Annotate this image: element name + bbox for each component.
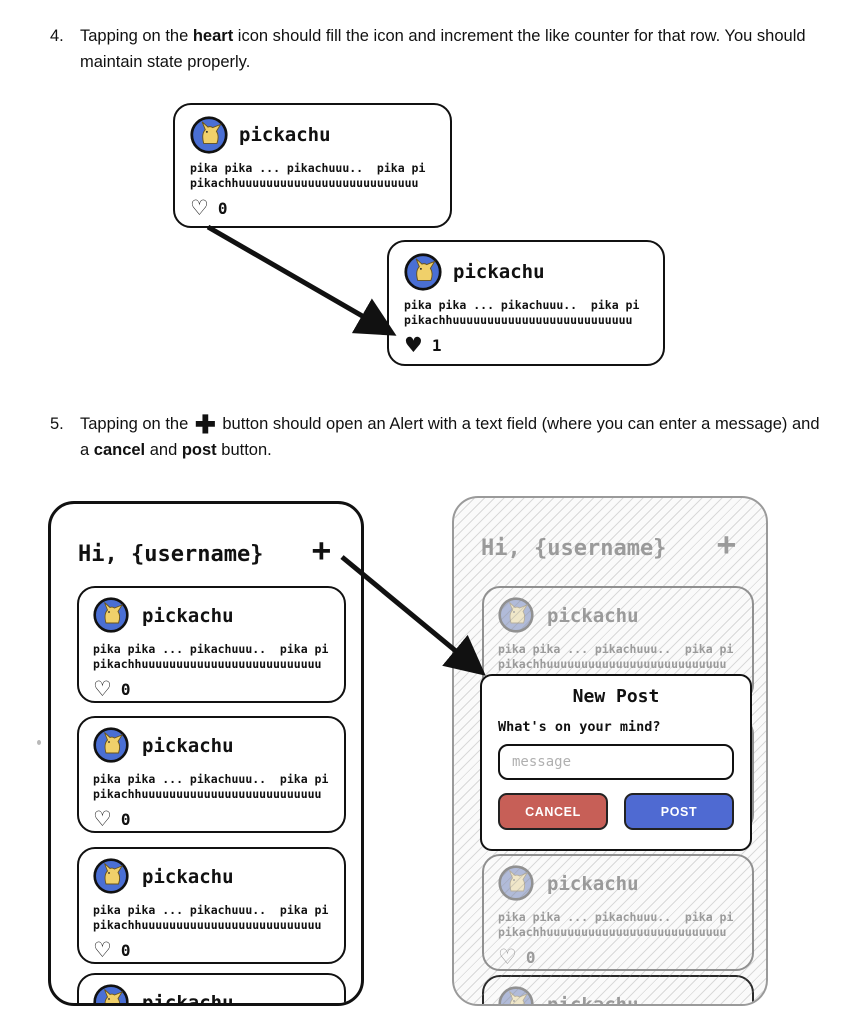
bold-heart-word: heart: [192, 27, 234, 45]
feed-card: pickachu pika pika ... pikachuuu.. pika …: [77, 847, 346, 964]
modal-title: New Post: [572, 686, 660, 707]
pikachu-avatar-icon: [498, 597, 536, 635]
text-run: Tapping on the: [80, 27, 193, 45]
like-count: 0: [120, 680, 131, 700]
like-count: 0: [525, 948, 536, 968]
modal-button-row: CANCEL POST: [498, 793, 734, 830]
post-text-line1: pika pika ... pikachuuu.. pika pi: [498, 910, 734, 924]
post-text-line2: pikachhuuuuuuuuuuuuuuuuuuuuuuuuuu: [93, 787, 322, 802]
post-text-line2: pikachhuuuuuuuuuuuuuuuuuuuuuuuuuu: [498, 925, 727, 940]
post-text-line2: pikachhuuuuuuuuuuuuuuuuuuuuuuuuuu: [498, 657, 727, 672]
like-row: ♥ 1: [404, 335, 648, 356]
bold-cancel-word: cancel: [93, 440, 146, 459]
post-text-line2: pikachhuuuuuuuuuuuuuuuuuuuuuuuuuu: [93, 657, 322, 672]
text-run: Tapping on the: [80, 415, 193, 433]
pikachu-avatar-icon: [93, 858, 131, 896]
stray-mark: [37, 740, 41, 745]
post-text-line1: pika pika ... pikachuuu.. pika pi: [93, 772, 329, 786]
post-text-line2: pikachhuuuuuuuuuuuuuuuuuuuuuuuuuu: [404, 313, 633, 328]
feed-card-dimmed: pickachu pika pika ... pikachuuu.. pika …: [482, 854, 754, 971]
heart-outline-icon[interactable]: ♡: [93, 677, 112, 702]
post-text-line1: pika pika ... pikachuuu.. pika pi: [498, 642, 734, 656]
username: pickachu: [547, 873, 639, 895]
pikachu-avatar-icon: [190, 116, 228, 154]
text-run: button.: [216, 440, 272, 459]
post-card-unliked: pickachu pika pika ... pikachuuu.. pika …: [173, 103, 452, 228]
instruction-item-5: 5. Tapping on the ✚ button should open a…: [50, 412, 822, 463]
post-text-line2: pikachhuuuuuuuuuuuuuuuuuuuuuuuuuu: [93, 918, 322, 933]
post-text-line2: pikachhuuuuuuuuuuuuuuuuuuuuuuuuuu: [190, 176, 419, 191]
plus-icon: ✚: [194, 411, 216, 439]
cancel-button[interactable]: CANCEL: [498, 793, 608, 830]
greeting-title: Hi, {username}: [78, 542, 264, 567]
post-text-line1: pika pika ... pikachuuu.. pika pi: [93, 903, 329, 917]
phone-mockup-modal-open: Hi, {username} + pickachu pika pika ... …: [452, 496, 768, 1006]
list-number: 5.: [50, 415, 64, 433]
post-text-line1: pika pika ... pikachuuu.. pika pi: [190, 161, 426, 175]
pikachu-avatar-icon: [93, 727, 131, 765]
like-count: 0: [217, 199, 228, 219]
instruction-text: Tapping on the ✚ button should open an A…: [80, 412, 822, 463]
like-count: 1: [431, 336, 442, 356]
username: pickachu: [142, 992, 234, 1006]
pikachu-avatar-icon: [498, 986, 536, 1004]
pikachu-avatar-icon: [498, 865, 536, 903]
feed-card: pickachu pika pika ... pikachuuu.. pika …: [77, 586, 346, 703]
username: pickachu: [547, 994, 639, 1006]
post-text-line1: pika pika ... pikachuuu.. pika pi: [93, 642, 329, 656]
feed-card-clipped: pickachu: [77, 973, 346, 1006]
heart-outline-icon[interactable]: ♡: [93, 807, 112, 832]
post-text-line1: pika pika ... pikachuuu.. pika pi: [404, 298, 640, 312]
post-button[interactable]: POST: [624, 793, 734, 830]
card-header: pickachu: [190, 116, 435, 154]
feed-card: pickachu pika pika ... pikachuuu.. pika …: [77, 716, 346, 833]
text-run: button should open an Alert with a text …: [80, 415, 820, 459]
username: pickachu: [239, 124, 331, 146]
pikachu-avatar-icon: [93, 984, 131, 1003]
username: pickachu: [142, 735, 234, 757]
add-post-button: +: [716, 525, 736, 563]
username: pickachu: [142, 866, 234, 888]
card-header: pickachu: [404, 253, 648, 291]
text-run: icon should fill the icon and increment …: [80, 27, 806, 71]
list-number: 4.: [50, 27, 64, 45]
like-count: 0: [120, 810, 131, 830]
username: pickachu: [547, 605, 639, 627]
pikachu-avatar-icon: [93, 597, 131, 635]
instruction-item-4: 4. Tapping on the heart icon should fill…: [50, 24, 822, 75]
new-post-alert: New Post What's on your mind? CANCEL POS…: [480, 674, 752, 851]
greeting-title: Hi, {username}: [481, 536, 667, 561]
like-row: ♡ 0: [190, 198, 435, 219]
text-run: and: [145, 440, 182, 459]
username: pickachu: [142, 605, 234, 627]
modal-prompt: What's on your mind?: [498, 719, 661, 735]
heart-outline-icon[interactable]: ♡: [93, 938, 112, 963]
bold-post-word: post: [181, 440, 217, 459]
post-card-liked: pickachu pika pika ... pikachuuu.. pika …: [387, 240, 665, 366]
username: pickachu: [453, 261, 545, 283]
heart-outline-icon[interactable]: ♡: [190, 196, 209, 221]
like-count: 0: [120, 941, 131, 961]
arrow-heart-tap: [206, 224, 397, 336]
heart-filled-icon[interactable]: ♥: [404, 333, 423, 358]
add-post-button[interactable]: +: [311, 531, 331, 569]
instruction-text: Tapping on the heart icon should fill th…: [80, 24, 822, 75]
heart-outline-icon: ♡: [498, 945, 517, 970]
feed-card-clipped: pickachu: [482, 975, 754, 1006]
phone-mockup-feed: Hi, {username} + pickachu pika pika ... …: [48, 501, 364, 1006]
pikachu-avatar-icon: [404, 253, 442, 291]
message-input[interactable]: [498, 744, 734, 780]
